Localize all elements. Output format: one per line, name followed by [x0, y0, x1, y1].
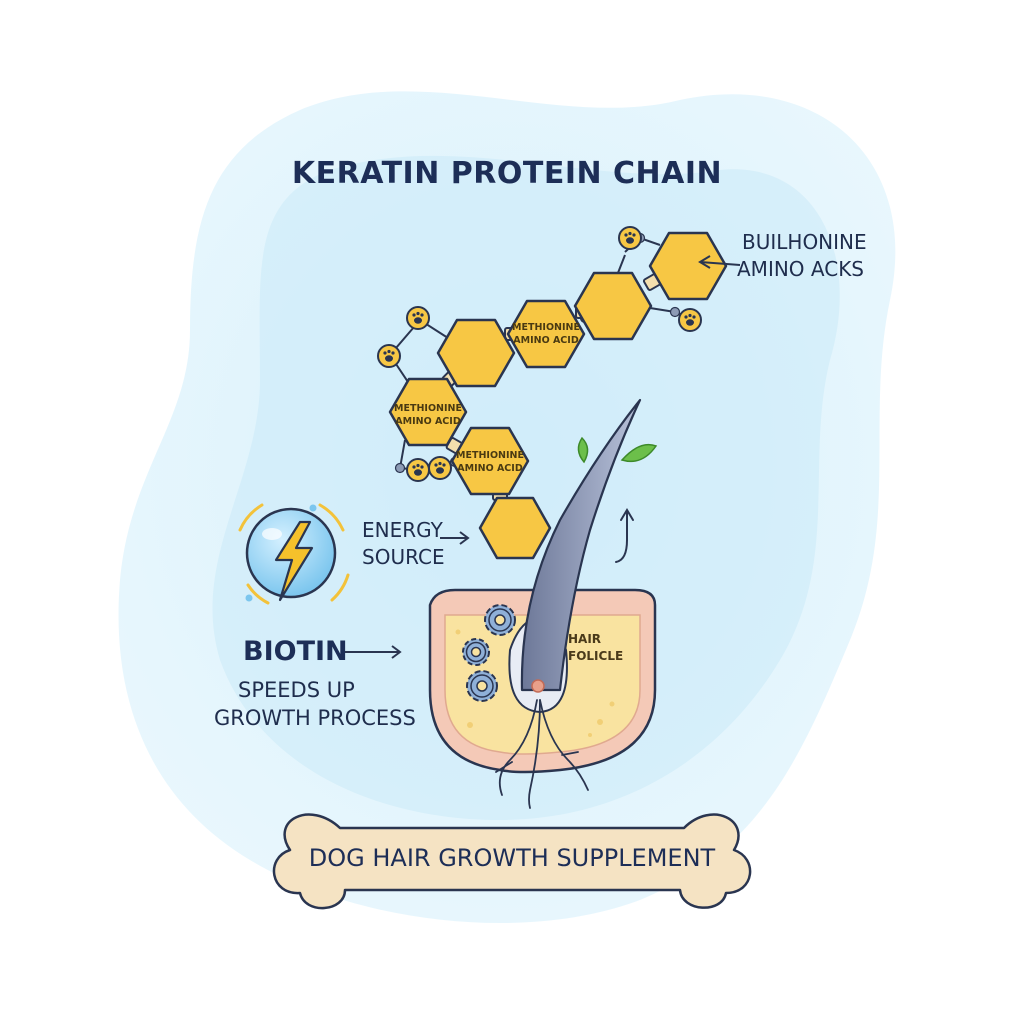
paw-icon: [678, 308, 702, 332]
hex-label: AMINO ACID: [457, 463, 523, 474]
arrow-head: [698, 255, 711, 269]
hex-label: AMINO ACID: [395, 416, 461, 427]
leaves: [577, 436, 658, 464]
hair-follicle-section: HAIR FOLICLE: [428, 398, 657, 809]
arrow-icon: [699, 261, 741, 266]
orb-highlight: [262, 528, 282, 540]
hexagon-unit: [388, 377, 468, 447]
paw-icon: [428, 456, 452, 480]
follicle-label-line1: HAIR: [568, 632, 601, 646]
amino-callout: BUILHONINE AMINO ACKS: [698, 230, 867, 281]
biotin-label: BIOTIN: [243, 636, 348, 667]
paw-icon: [618, 226, 642, 250]
gear-icon: [462, 638, 490, 666]
lightning-orb: [238, 503, 350, 605]
hexagon-unit: [648, 231, 728, 301]
paw-icon: [377, 344, 401, 368]
hexagon-unit: [450, 426, 530, 496]
spark-dot: [309, 504, 317, 512]
hex-label: AMINO ACID: [513, 335, 579, 346]
amino-callout-line2: AMINO ACKS: [737, 257, 864, 281]
energy-label-line1: ENERGY: [362, 518, 444, 542]
hex-label: METHIONINE: [394, 403, 462, 414]
energy-source: ENERGY SOURCE: [362, 518, 470, 569]
spark-dot: [245, 594, 253, 602]
arrow-head: [459, 531, 470, 545]
biotin-desc-line1: SPEEDS UP: [238, 678, 355, 702]
bone-icon: [272, 813, 752, 910]
hexagon-chain: [388, 231, 728, 560]
energy-sparks: [238, 503, 350, 605]
follicle-label-line2: FOLICLE: [568, 649, 623, 663]
tissue-dots: [455, 629, 615, 737]
connector-dot: [394, 462, 406, 474]
amino-callout-line1: BUILHONINE: [742, 230, 867, 254]
leaf-icon: [620, 443, 658, 463]
hexagon-unit: [436, 318, 516, 388]
hair-strand: [520, 398, 642, 692]
supplement-bone-banner: DOG HAIR GROWTH SUPPLEMENT: [272, 813, 752, 910]
gear-icon: [484, 604, 516, 636]
hex-label: METHIONINE: [512, 322, 580, 333]
energy-label-line2: SOURCE: [362, 545, 445, 569]
hair-roots: [495, 699, 589, 809]
side-chain: [388, 318, 449, 386]
biotin-desc-line2: GROWTH PROCESS: [214, 706, 416, 730]
gear-icon: [466, 670, 498, 702]
follicle-root-point: [531, 679, 545, 693]
paw-icon: [406, 458, 430, 482]
page-title: KERATIN PROTEIN CHAIN: [292, 156, 722, 191]
paw-icon: [406, 306, 430, 330]
paw-nodes: [377, 226, 702, 482]
arrow-head: [620, 508, 634, 521]
hexagon-unit: [506, 299, 586, 369]
bone-label: DOG HAIR GROWTH SUPPLEMENT: [309, 844, 716, 872]
arrow-icon: [615, 511, 628, 563]
hex-label: METHIONINE: [456, 450, 524, 461]
leaf-icon: [577, 436, 589, 464]
lightning-icon: [274, 520, 314, 602]
hexagon-unit: [478, 496, 552, 560]
arrow-head: [391, 645, 402, 659]
biotin-callout: BIOTIN SPEEDS UP GROWTH PROCESS: [214, 636, 416, 730]
connector-dot: [669, 306, 681, 318]
hexagon-unit: [573, 271, 653, 341]
growth-arrow: [615, 508, 634, 563]
